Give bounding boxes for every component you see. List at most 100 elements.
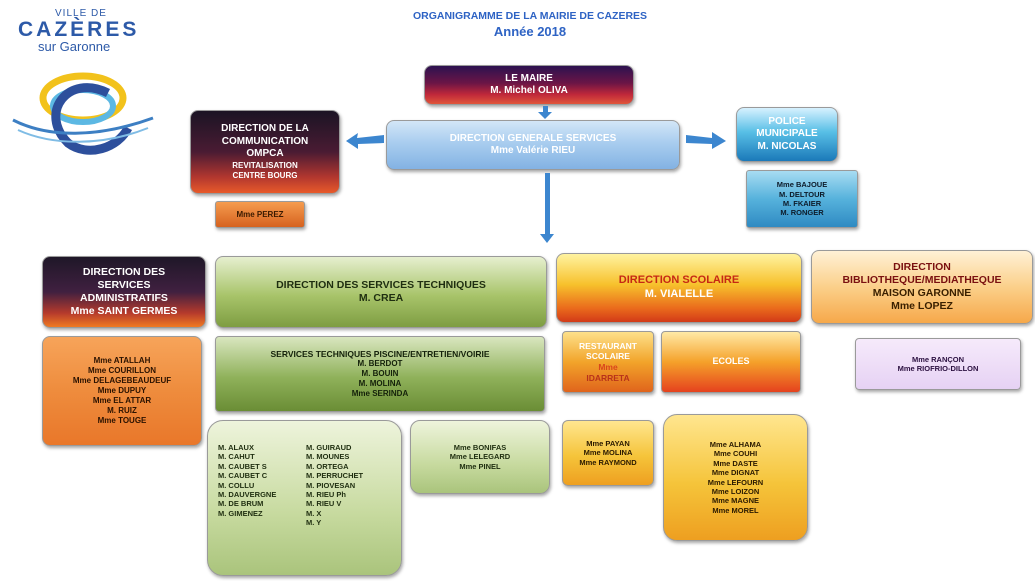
technique-agent: M. CAHUT — [218, 452, 255, 462]
technique-extra-3: Mme PINEL — [459, 461, 501, 471]
restaurant-staff-3: Mme RAYMOND — [579, 457, 637, 467]
technique-agent: M. Y — [306, 518, 322, 527]
technique-agents-box[interactable]: M. ALAUX M. CAHUT M. CAUBET S M. CAUBET … — [207, 420, 402, 576]
dgs-title: DIRECTION GENERALE SERVICES — [449, 132, 617, 144]
technique-name: M. CREA — [358, 292, 404, 304]
technique-sub-box[interactable]: SERVICES TECHNIQUES PISCINE/ENTRETIEN/VO… — [215, 336, 545, 412]
technique-agent: M. ALAUX — [218, 443, 254, 452]
ecoles-title: ECOLES — [712, 356, 750, 367]
technique-agent: M. GUIRAUD — [306, 443, 352, 452]
bibliotheque-line-3: MAISON GARONNE — [872, 287, 972, 299]
ecoles-staff-8: Mme MOREL — [712, 505, 759, 515]
admin-staff-box[interactable]: Mme ATALLAH Mme COURILLON Mme DELAGEBEAU… — [42, 336, 202, 446]
communication-line-4: REVITALISATION — [232, 160, 298, 170]
technique-agents-col-1: M. ALAUX M. CAHUT M. CAUBET S M. CAUBET … — [218, 443, 306, 518]
restaurant-staff-box[interactable]: Mme PAYAN Mme MOLINA Mme RAYMOND — [562, 420, 654, 486]
admin-staff-3: Mme DELAGEBEAUDEUF — [72, 376, 172, 385]
logo-text-sub: sur Garonne — [38, 39, 111, 54]
technique-agent: M. MOUNES — [306, 452, 350, 462]
technique-agent: M. PERRUCHET — [306, 471, 364, 481]
bibliotheque-staff-1: Mme RANÇON — [911, 354, 965, 364]
arrow-dgs-down — [545, 173, 550, 235]
police-line-2: MUNICIPALE — [756, 128, 818, 140]
admin-staff-7: Mme TOUGE — [97, 416, 147, 425]
restaurant-box[interactable]: RESTAURANT SCOLAIRE Mme IDARRETA — [562, 331, 654, 393]
communication-line-1: DIRECTION DE LA — [221, 123, 309, 135]
admin-box[interactable]: DIRECTION DES SERVICES ADMINISTRATIFS Mm… — [42, 256, 206, 328]
police-box[interactable]: POLICE MUNICIPALE M. NICOLAS — [736, 107, 838, 162]
technique-agent: M. ORTEGA — [306, 461, 349, 471]
logo-text-name: CAZÈRES — [18, 18, 140, 41]
police-staff-3: M. FKAIER — [782, 199, 822, 208]
bibliotheque-line-4: Mme LOPEZ — [891, 300, 953, 313]
technique-agent: M. GIMENEZ — [218, 508, 263, 518]
technique-agent: M. COLLU — [218, 480, 255, 490]
ecoles-staff-1: Mme ALHAMA — [709, 440, 762, 449]
communication-line-5: CENTRE BOURG — [232, 170, 298, 180]
technique-agent: M. RIEU V — [306, 499, 342, 509]
communication-box[interactable]: DIRECTION DE LA COMMUNICATION OMPCA REVI… — [190, 110, 340, 194]
technique-title: DIRECTION DES SERVICES TECHNIQUES — [276, 278, 486, 291]
scolaire-title: DIRECTION SCOLAIRE — [618, 274, 740, 287]
arrow-head-maire-dgs — [538, 112, 552, 119]
bibliotheque-staff-box[interactable]: Mme RANÇON Mme RIOFRIO-DILLON — [855, 338, 1021, 390]
bibliotheque-staff-2: Mme RIOFRIO-DILLON — [897, 364, 979, 373]
admin-line-1: DIRECTION DES — [82, 265, 166, 278]
police-staff-4: M. RONGER — [780, 208, 824, 218]
chart-title: ORGANIGRAMME DE LA MAIRIE DE CAZERES — [412, 10, 648, 22]
bibliotheque-line-2: BIBLIOTHEQUE/MEDIATHEQUE — [842, 273, 1002, 286]
maire-title: LE MAIRE — [505, 72, 553, 84]
admin-staff-6: M. RUIZ — [107, 406, 137, 415]
restaurant-line-4: IDARRETA — [586, 372, 630, 383]
restaurant-staff-2: Mme MOLINA — [583, 448, 633, 458]
technique-agent: M. CAUBET S — [218, 461, 267, 471]
communication-staff-box[interactable]: Mme PEREZ — [215, 201, 305, 228]
technique-extra-2: Mme LELEGARD — [449, 452, 511, 462]
technique-extra-1: Mme BONIFAS — [453, 442, 507, 452]
communication-line-2: COMMUNICATION — [221, 135, 309, 147]
technique-sub-title: SERVICES TECHNIQUES PISCINE/ENTRETIEN/VO… — [270, 348, 490, 359]
admin-line-4: Mme SAINT GERMES — [70, 305, 178, 318]
admin-staff-4: Mme DUPUY — [97, 386, 147, 395]
arrow-dgs-communication — [346, 133, 384, 149]
arrow-dgs-police — [686, 132, 726, 149]
technique-sub-staff-3: M. MOLINA — [358, 379, 402, 389]
admin-line-2: SERVICES — [97, 278, 151, 291]
ecoles-staff-4: Mme DIGNAT — [711, 468, 760, 478]
bibliotheque-box[interactable]: DIRECTION BIBLIOTHEQUE/MEDIATHEQUE MAISO… — [811, 250, 1033, 324]
ecoles-staff-3: Mme DASTE — [713, 458, 758, 468]
technique-sub-staff-1: M. BERDOT — [357, 359, 403, 369]
restaurant-line-3: Mme — [598, 362, 618, 372]
scolaire-box[interactable]: DIRECTION SCOLAIRE M. VIALELLE — [556, 253, 802, 323]
police-staff-1: Mme BAJOUE — [776, 180, 828, 190]
dgs-box[interactable]: DIRECTION GENERALE SERVICES Mme Valérie … — [386, 120, 680, 170]
arrow-maire-dgs — [543, 106, 548, 113]
admin-staff-5: Mme EL ATTAR — [92, 396, 152, 405]
logo-text-top: VILLE DE — [55, 8, 107, 19]
ecoles-box[interactable]: ECOLES — [661, 331, 801, 393]
admin-line-3: ADMINISTRATIFS — [80, 292, 168, 304]
admin-staff-2: Mme COURILLON — [88, 366, 156, 375]
ecoles-staff-6: Mme LOIZON — [711, 486, 760, 496]
ecoles-staff-7: Mme MAGNE — [711, 496, 760, 506]
technique-box[interactable]: DIRECTION DES SERVICES TECHNIQUES M. CRE… — [215, 256, 547, 328]
technique-agent: M. PIOVESAN — [306, 480, 356, 490]
police-line-1: POLICE — [768, 115, 806, 127]
police-staff-box[interactable]: Mme BAJOUE M. DELTOUR M. FKAIER M. RONGE… — [746, 170, 858, 228]
technique-agent: M. RIEU Ph — [306, 489, 347, 499]
technique-sub-staff-2: M. BOUIN — [361, 369, 399, 379]
police-staff-2: M. DELTOUR — [779, 189, 825, 199]
ecoles-staff-5: Mme LEFOURN — [707, 477, 764, 487]
chart-year: Année 2018 — [493, 24, 567, 39]
technique-agent: M. X — [306, 508, 322, 518]
restaurant-staff-1: Mme PAYAN — [586, 438, 630, 448]
communication-staff: Mme PEREZ — [236, 209, 284, 219]
technique-agent: M. DE BRUM — [218, 499, 264, 509]
police-line-3: M. NICOLAS — [757, 140, 817, 152]
dgs-name: Mme Valérie RIEU — [490, 145, 576, 156]
ecoles-staff-box[interactable]: Mme ALHAMA Mme COUHI Mme DASTE Mme DIGNA… — [663, 414, 808, 541]
maire-box[interactable]: LE MAIRE M. Michel OLIVA — [424, 65, 634, 105]
technique-extra-box[interactable]: Mme BONIFAS Mme LELEGARD Mme PINEL — [410, 420, 550, 494]
technique-agents-col-2: M. GUIRAUD M. MOUNES M. ORTEGA M. PERRUC… — [306, 443, 391, 527]
arrow-head-dgs-down — [540, 234, 554, 243]
